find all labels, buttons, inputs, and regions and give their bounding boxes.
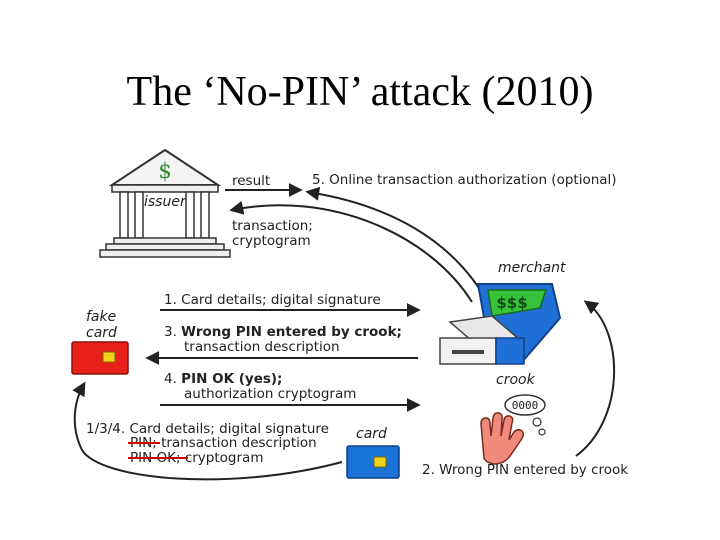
- result-label: result: [232, 173, 270, 189]
- step1-label: 1. Card details; digital signature: [164, 292, 381, 308]
- fake-card-label-line2: card: [86, 325, 117, 341]
- step2-label: 2. Wrong PIN entered by crook: [422, 462, 628, 478]
- transaction-label: transaction;: [232, 218, 313, 234]
- step134-label: 1/3/4. Card details; digital signature: [86, 421, 329, 437]
- crook-label: crook: [496, 372, 536, 388]
- fake-card-icon: [71, 341, 129, 375]
- step4-label: 4. PIN OK (yes);: [164, 371, 282, 387]
- crook-thought-label: 0000: [512, 399, 539, 412]
- step4-detail-label: authorization cryptogram: [184, 386, 356, 402]
- dollar-icon: $: [158, 159, 171, 183]
- cryptogram-label: cryptogram: [232, 233, 311, 249]
- card-label: card: [356, 426, 387, 442]
- issuer-bank-icon: [99, 148, 231, 258]
- merchant-label: merchant: [498, 260, 566, 276]
- card-icon: [346, 445, 400, 479]
- payment-terminal-icon: [439, 283, 562, 365]
- step5-label: 5. Online transaction authorization (opt…: [312, 172, 617, 188]
- slide-title: The ‘No-PIN’ attack (2010): [126, 69, 594, 115]
- fake-card-label-line1: fake: [86, 309, 116, 325]
- terminal-display-label: $$$: [496, 294, 527, 312]
- issuer-label: issuer: [144, 194, 187, 210]
- step3-label: 3. Wrong PIN entered by crook;: [164, 324, 402, 340]
- step3-detail-label: transaction description: [184, 339, 340, 355]
- hand-icon: [480, 412, 525, 465]
